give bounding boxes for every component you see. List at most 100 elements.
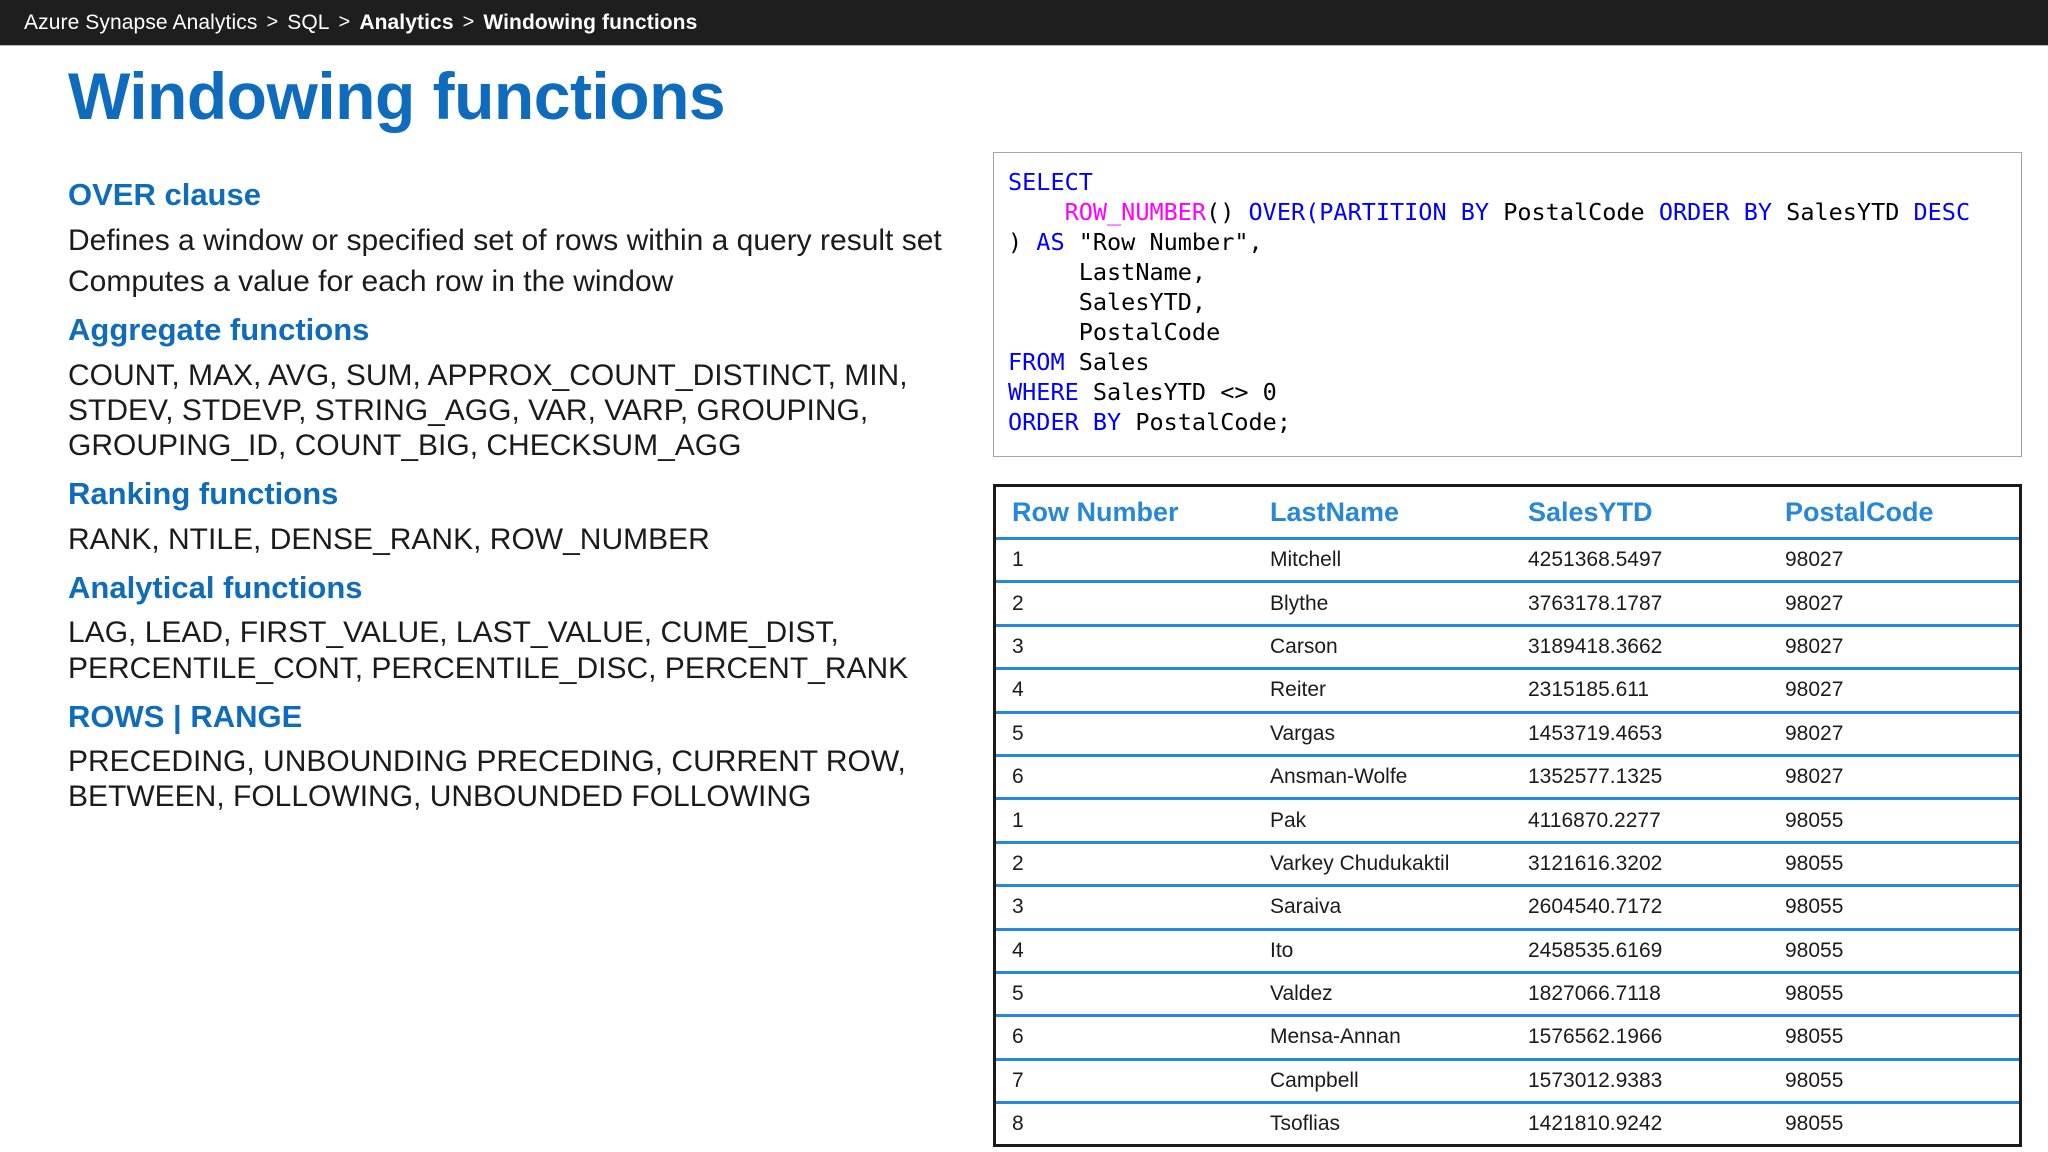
table-cell: 98055 [1769,885,2019,931]
table-cell: 2458535.6169 [1512,929,1769,974]
table-cell: 98055 [1769,1059,2019,1105]
code-token: ROW_NUMBER [1064,198,1207,226]
table-cell: 2315185.611 [1512,668,1769,714]
table-cell: 1453719.4653 [1512,712,1769,757]
section-paragraph: Defines a window or specified set of row… [68,223,942,257]
table-cell: 2 [996,842,1254,888]
table-cell: 3121616.3202 [1512,842,1769,888]
section-heading: ROWS | RANGE [68,698,303,734]
table-cell: 98055 [1769,929,2019,974]
table-cell: Blythe [1254,581,1512,627]
table-cell: 98055 [1785,1112,1844,1136]
breadcrumb-item-1[interactable]: SQL [287,10,330,34]
section-paragraph: LAG, LEAD, FIRST_VALUE, LAST_VALUE, CUME… [68,616,909,685]
table-cell: 1421810.9242 [1528,1112,1663,1136]
breadcrumb-item-3[interactable]: Windowing functions [483,10,698,34]
table-cell: 1827066.7118 [1512,972,1769,1018]
table-cell: 98027 [1769,668,2019,714]
column-header-3[interactable]: PostalCode [1769,487,2019,540]
table-cell: 98027 [1769,581,2019,627]
code-token: PostalCode [1489,198,1659,226]
table-cell: 8 [1012,1112,1024,1136]
breadcrumb-separator: > [266,11,279,33]
code-token: PostalCode; [1121,408,1291,436]
code-token: "Row Number", [1064,228,1263,256]
breadcrumb-item-2[interactable]: Analytics [359,10,454,34]
table-cell: 5 [996,712,1254,757]
code-token: DESC [1913,198,1971,226]
code-token: LastName, [1008,258,1207,286]
table-cell: Vargas [1254,712,1512,757]
code-token: SELECT [1008,168,1093,196]
code-token: SalesYTD [1772,198,1914,226]
table-cell: Pak [1254,798,1512,844]
code-token: WHERE [1008,378,1079,406]
code-token: SalesYTD <> 0 [1078,378,1277,406]
table-cell: 98055 [1769,972,2019,1018]
code-line-7: FROM Sales [1008,347,2021,377]
table-cell: 4116870.2277 [1512,798,1769,844]
table-cell: 1 [996,538,1254,584]
table-cell: 98055 [1769,1015,2019,1061]
code-line-4: LastName, [1008,257,2021,287]
table-cell: 6 [996,755,1254,801]
code-token: OVER(PARTITION BY [1248,198,1490,226]
breadcrumb-item-0[interactable]: Azure Synapse Analytics [24,10,258,34]
code-line-3: ) AS "Row Number", [1008,227,2021,257]
table-cell: 98055 [1769,798,2019,844]
code-token: PostalCode [1008,318,1221,346]
code-token: ORDER BY [1658,198,1773,226]
table-cell: 98027 [1769,538,2019,584]
table-cell: 98027 [1769,712,2019,757]
table-cell: 1573012.9383 [1512,1059,1769,1105]
table-cell: Tsoflias [1270,1112,1341,1136]
table-cell: Mensa-Annan [1254,1015,1512,1061]
table-cell: 4 [996,668,1254,714]
table-row[interactable]: 8 Tsoflias 1421810.9242 98055 [996,1103,2019,1145]
table-cell: 5 [996,972,1254,1018]
section-heading: Aggregate functions [68,311,370,347]
table-cell: 1576562.1966 [1512,1015,1769,1061]
breadcrumb-bar: Azure Synapse Analytics>SQL>Analytics>Wi… [0,0,2048,46]
table-cell: 3189418.3662 [1512,625,1769,671]
column-header-0[interactable]: Row Number [996,487,1254,540]
section-paragraph: COUNT, MAX, AVG, SUM, APPROX_COUNT_DISTI… [68,358,908,462]
column-header-1[interactable]: LastName [1254,487,1512,540]
table-cell: 98027 [1769,625,2019,671]
table-cell: Reiter [1254,668,1512,714]
code-line-8: WHERE SalesYTD <> 0 [1008,377,2021,407]
table-cell: 3 [996,885,1254,931]
table-cell: 1352577.1325 [1512,755,1769,801]
breadcrumb-separator: > [462,11,475,33]
section-paragraph: PRECEDING, UNBOUNDING PRECEDING, CURRENT… [68,745,906,814]
table-cell: Campbell [1254,1059,1512,1105]
table-cell: Carson [1254,625,1512,671]
section-paragraph: Computes a value for each row in the win… [68,264,674,298]
breadcrumb: Azure Synapse Analytics>SQL>Analytics>Wi… [24,11,697,35]
table-cell: 3 [996,625,1254,671]
code-token [1008,198,1065,226]
section-heading: OVER clause [68,177,261,212]
table-cell: Valdez [1254,972,1512,1018]
table-cell: 1 [996,798,1254,844]
column-header-2[interactable]: SalesYTD [1512,487,1769,540]
code-token: AS [1036,228,1065,256]
